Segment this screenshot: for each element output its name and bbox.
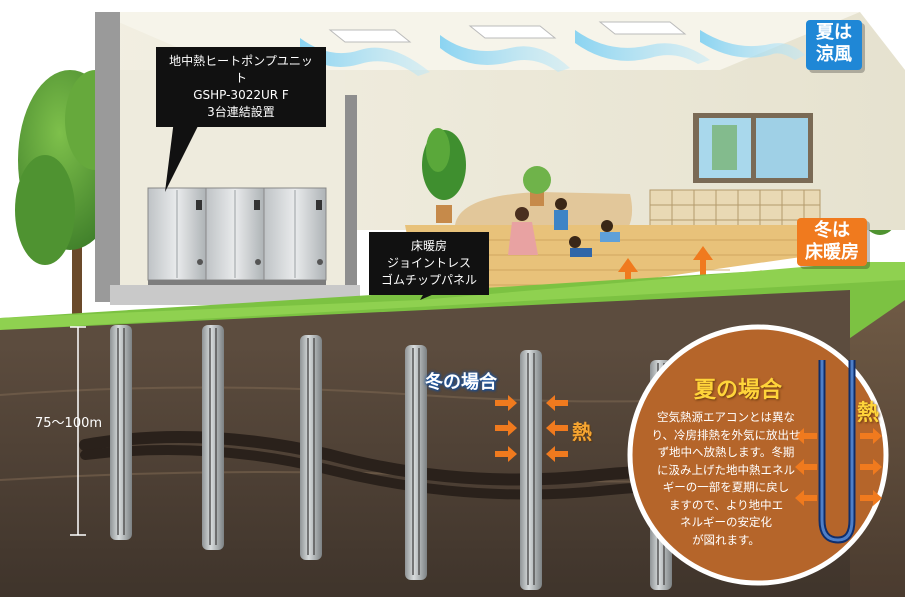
winter-heat-arrows xyxy=(495,395,568,462)
floor-callout-line1: 床暖房 xyxy=(410,239,447,253)
floor-callout-line2: ジョイントレス xyxy=(386,256,471,270)
summer-text-line: に汲み上げた地中熱エネル xyxy=(657,462,795,477)
people xyxy=(508,198,620,257)
summer-tag-line2: 涼風 xyxy=(816,44,852,65)
heatpump-callout: 地中熱ヒートポンプユニット GSHP-3022UR F 3台連結設置 xyxy=(156,47,326,127)
depth-label: 75〜100m xyxy=(35,416,103,431)
window xyxy=(693,113,813,183)
ceiling-ac-units xyxy=(328,21,687,43)
summer-text-line: が図れます。 xyxy=(692,532,760,547)
heatpump-callout-line1: 地中熱ヒートポンプユニット xyxy=(169,54,313,85)
summer-text-line: ギーの一部を夏期に戻し xyxy=(662,480,790,494)
plant-left xyxy=(422,128,466,223)
summer-text-line: ず地中へ放熱します。冬期 xyxy=(657,445,795,459)
summer-text-line: り、冷房排熱を外気に放出せ xyxy=(651,427,801,442)
plant-right xyxy=(523,166,551,206)
winter-case-title: 冬の場合 xyxy=(425,372,497,393)
bench xyxy=(455,192,633,228)
winter-floor-tag: 冬は 床暖房 xyxy=(797,218,867,266)
floor-callout-line3: ゴムチップパネル xyxy=(380,273,477,287)
heatpump-callout-line3: 3台連結設置 xyxy=(207,105,275,119)
partition-wall xyxy=(345,95,357,300)
winter-tag-line2: 床暖房 xyxy=(805,242,859,263)
building-left-wall xyxy=(95,12,120,302)
heatpump-callout-line2: GSHP-3022UR F xyxy=(193,88,289,102)
summer-case-title: 夏の場合 xyxy=(694,378,783,403)
summer-text-line: ますので、より地中エ xyxy=(668,497,784,512)
summer-case-circle xyxy=(627,324,889,586)
summer-text-line: 空気熱源エアコンとは異な xyxy=(657,410,795,424)
summer-tag-line1: 夏は xyxy=(816,22,852,43)
summer-heat-label: 熱 xyxy=(857,401,880,426)
summer-cool-tag: 夏は 涼風 xyxy=(806,20,862,70)
summer-case-description: 空気熱源エアコンとは異な り、冷房排熱を外気に放出せ ず地中へ放熱します。冬期 … xyxy=(636,409,816,549)
heatpump-callout-pointer xyxy=(165,112,205,192)
depth-indicator xyxy=(70,326,86,536)
cool-wind xyxy=(300,30,805,76)
heat-pump-units xyxy=(147,187,327,288)
floor-heating-callout: 床暖房 ジョイントレス ゴムチップパネル xyxy=(369,232,489,295)
summer-text-line: ネルギーの安定化 xyxy=(680,515,772,529)
winter-tag-line1: 冬は xyxy=(814,220,850,241)
winter-heat-label: 熱 xyxy=(572,420,592,444)
